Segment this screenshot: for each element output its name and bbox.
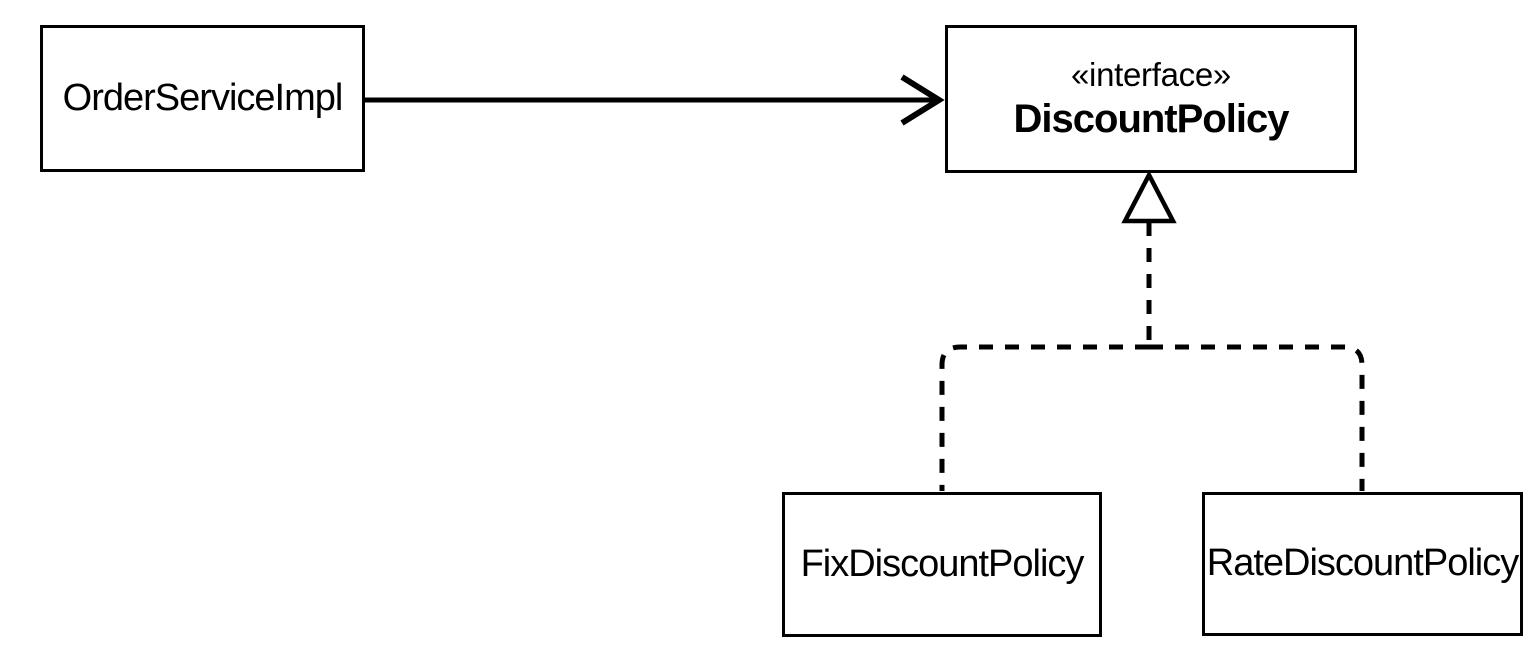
class-box-rate-discount-policy: RateDiscountPolicy (1202, 492, 1523, 636)
interface-stereotype-label: «interface» (1071, 56, 1231, 93)
class-label: FixDiscountPolicy (800, 542, 1085, 585)
realization-branch-fix (939, 344, 1149, 491)
class-box-fix-discount-policy: FixDiscountPolicy (782, 492, 1102, 637)
open-arrowhead-icon (900, 74, 945, 126)
class-label: OrderServiceImpl (62, 76, 344, 119)
interface-name-label: DiscountPolicy (1013, 97, 1290, 141)
class-box-order-service-impl: OrderServiceImpl (40, 25, 365, 172)
hollow-triangle-arrowhead-icon (1121, 170, 1177, 224)
class-label: RateDiscountPolicy (1206, 542, 1519, 585)
realization-branch-rate (1149, 344, 1365, 491)
interface-box-discount-policy: «interface» DiscountPolicy (945, 25, 1357, 173)
